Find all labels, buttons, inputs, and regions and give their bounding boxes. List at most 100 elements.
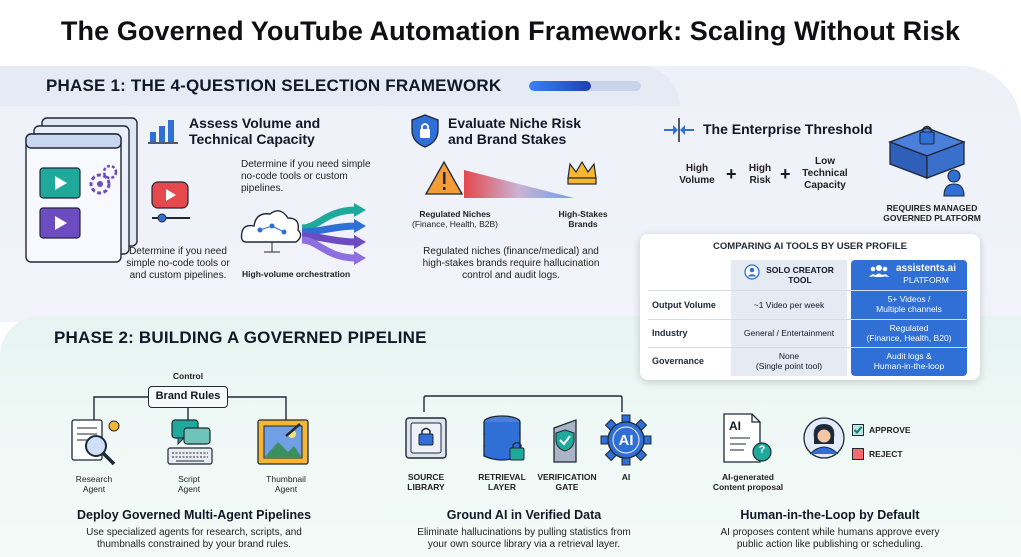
orchestration-label: High-volume orchestration <box>242 269 351 279</box>
niche-desc-l2: high-stakes brands require hallucination <box>422 258 600 269</box>
managed-platform-server-icon <box>888 125 966 197</box>
human-desc-l1: AI proposes content while humans approve… <box>720 527 940 538</box>
team-users-icon <box>869 265 889 277</box>
retrieval-layer-l2: LAYER <box>487 482 517 492</box>
platform-output-l2: Multiple channels <box>876 304 942 314</box>
plus-sign-2: + <box>780 164 791 184</box>
volume-title-line1: Assess Volume and <box>189 115 321 131</box>
solo-governance-l2: (Single point tool) <box>755 361 823 371</box>
term3-l3: Capacity <box>804 180 846 191</box>
regulated-l2: (Finance, Health, B2B) <box>412 219 498 229</box>
question-mark-icon: ? <box>758 444 766 456</box>
youtube-play-icon <box>151 181 190 223</box>
row-divider <box>648 347 968 348</box>
regulated-l1: Regulated Niches <box>419 209 491 219</box>
cloud-orchestration-icon <box>240 203 366 265</box>
script-agent-l1: Script <box>178 474 200 484</box>
solo-industry: General / Entertainment <box>743 328 835 338</box>
verification-gate-icon <box>553 419 577 463</box>
proposal-doc-text: AI <box>729 419 741 433</box>
page-title: The Governed YouTube Automation Framewor… <box>60 16 961 46</box>
research-agent-l1: Research <box>75 474 113 484</box>
row-divider <box>648 319 968 320</box>
volume-title-line2: Technical Capacity <box>189 131 315 147</box>
solo-header-l2: TOOL <box>788 275 812 285</box>
term3-l2: Technical <box>802 168 848 179</box>
ground-connector <box>423 395 623 412</box>
threshold-result-l2: GOVERNED PLATFORM <box>883 213 981 223</box>
plus-sign-1: + <box>726 164 737 184</box>
solo-user-icon <box>744 264 760 280</box>
ground-desc-l2: your own source library via a retrieval … <box>427 539 621 550</box>
volume-desc-bottom-l3: and custom pipelines. <box>129 270 227 281</box>
control-label: Control <box>172 371 204 381</box>
platform-governance-l1: Audit logs & <box>886 351 932 361</box>
brand-rules-connector <box>93 396 287 420</box>
row-divider <box>648 290 968 291</box>
verification-gate-l2: GATE <box>555 482 579 492</box>
proposal-l2: Content proposal <box>712 482 784 492</box>
ai-content-proposal-icon <box>723 413 772 463</box>
volume-desc-top-l1: Determine if you need simple <box>241 159 371 170</box>
thumbnail-agent-icon <box>257 419 309 465</box>
source-library-l1: SOURCE <box>407 472 445 482</box>
term2-l2: Risk <box>749 175 771 186</box>
row-label-output: Output Volume <box>652 300 716 310</box>
video-window-stack-icon <box>25 117 138 263</box>
bar-chart-icon <box>148 120 178 144</box>
phase1-progress-fill <box>529 81 591 91</box>
solo-governance-l1: None <box>778 351 800 361</box>
platform-output-l1: 5+ Videos / <box>887 294 931 304</box>
research-agent-icon <box>71 419 120 466</box>
source-library-l2: LIBRARY <box>407 482 445 492</box>
approve-checkbox[interactable] <box>852 424 864 436</box>
threshold-title: The Enterprise Threshold <box>703 121 873 137</box>
platform-column <box>851 260 967 376</box>
brand-rules-box: Brand Rules <box>148 386 228 408</box>
term2-l1: High <box>748 163 772 174</box>
phase1-heading: PHASE 1: THE 4-QUESTION SELECTION FRAMEW… <box>46 76 502 95</box>
thumbnail-agent-l2: Agent <box>274 484 298 494</box>
retrieval-database-icon <box>483 415 525 461</box>
volume-desc-bottom-l2: simple no-code tools or <box>126 258 230 269</box>
script-agent-icon <box>167 419 213 465</box>
volume-desc-top-l2: no-code tools or custom <box>241 171 348 182</box>
phase1-progress-bar <box>529 81 641 91</box>
verification-gate-l1: VERIFICATION <box>537 472 597 482</box>
thumbnail-agent-l1: Thumbnail <box>266 474 306 484</box>
reject-checkbox[interactable] <box>852 448 864 460</box>
platform-industry-l1: Regulated <box>889 323 929 333</box>
row-label-governance: Governance <box>652 356 705 366</box>
threshold-arrows-icon <box>664 118 694 142</box>
human-title: Human-in-the-Loop by Default <box>740 508 920 522</box>
comparison-card: COMPARING AI TOOLS BY USER PROFILE SOLO … <box>640 234 980 380</box>
agents-title: Deploy Governed Multi-Agent Pipelines <box>76 508 312 522</box>
human-desc-l2: public action like publishing or schedul… <box>736 539 924 550</box>
ai-gear-icon <box>600 414 652 466</box>
stakes-l1: High-Stakes <box>558 209 608 219</box>
row-label-industry: Industry <box>652 328 688 338</box>
comparison-title: COMPARING AI TOOLS BY USER PROFILE <box>713 241 907 252</box>
research-agent-l2: Agent <box>82 484 106 494</box>
proposal-l1: AI-generated <box>722 472 774 482</box>
ai-gear-text: AI <box>618 432 634 449</box>
human-reviewer-avatar <box>803 417 845 459</box>
term3-l1: Low <box>815 156 835 167</box>
agents-desc-l1: Use specialized agents for research, scr… <box>86 527 302 538</box>
niche-desc-l1: Regulated niches (finance/medical) and <box>423 246 599 257</box>
agents-desc-l2: thumbnalls constrained by your brand rul… <box>97 539 291 550</box>
risk-gradient-wedge <box>424 160 597 198</box>
ground-desc-l1: Eliminate hallucinations by pulling stat… <box>417 527 631 538</box>
approve-label: APPROVE <box>869 425 911 435</box>
niche-desc-l3: control and audit logs. <box>462 270 560 281</box>
solo-output: ~1 Video per week <box>753 300 825 310</box>
ground-title: Ground AI in Verified Data <box>446 508 602 522</box>
platform-industry-l2: (Finance, Health, B20) <box>866 333 952 343</box>
check-icon <box>853 426 863 434</box>
shield-lock-icon <box>411 114 439 148</box>
script-agent-l2: Agent <box>177 484 201 494</box>
phase2-heading: PHASE 2: BUILDING A GOVERNED PIPELINE <box>54 328 427 347</box>
source-library-safe-icon <box>405 417 447 459</box>
threshold-result-l1: REQUIRES MANAGED <box>886 203 978 213</box>
volume-desc-top-l3: pipelines. <box>241 183 284 194</box>
